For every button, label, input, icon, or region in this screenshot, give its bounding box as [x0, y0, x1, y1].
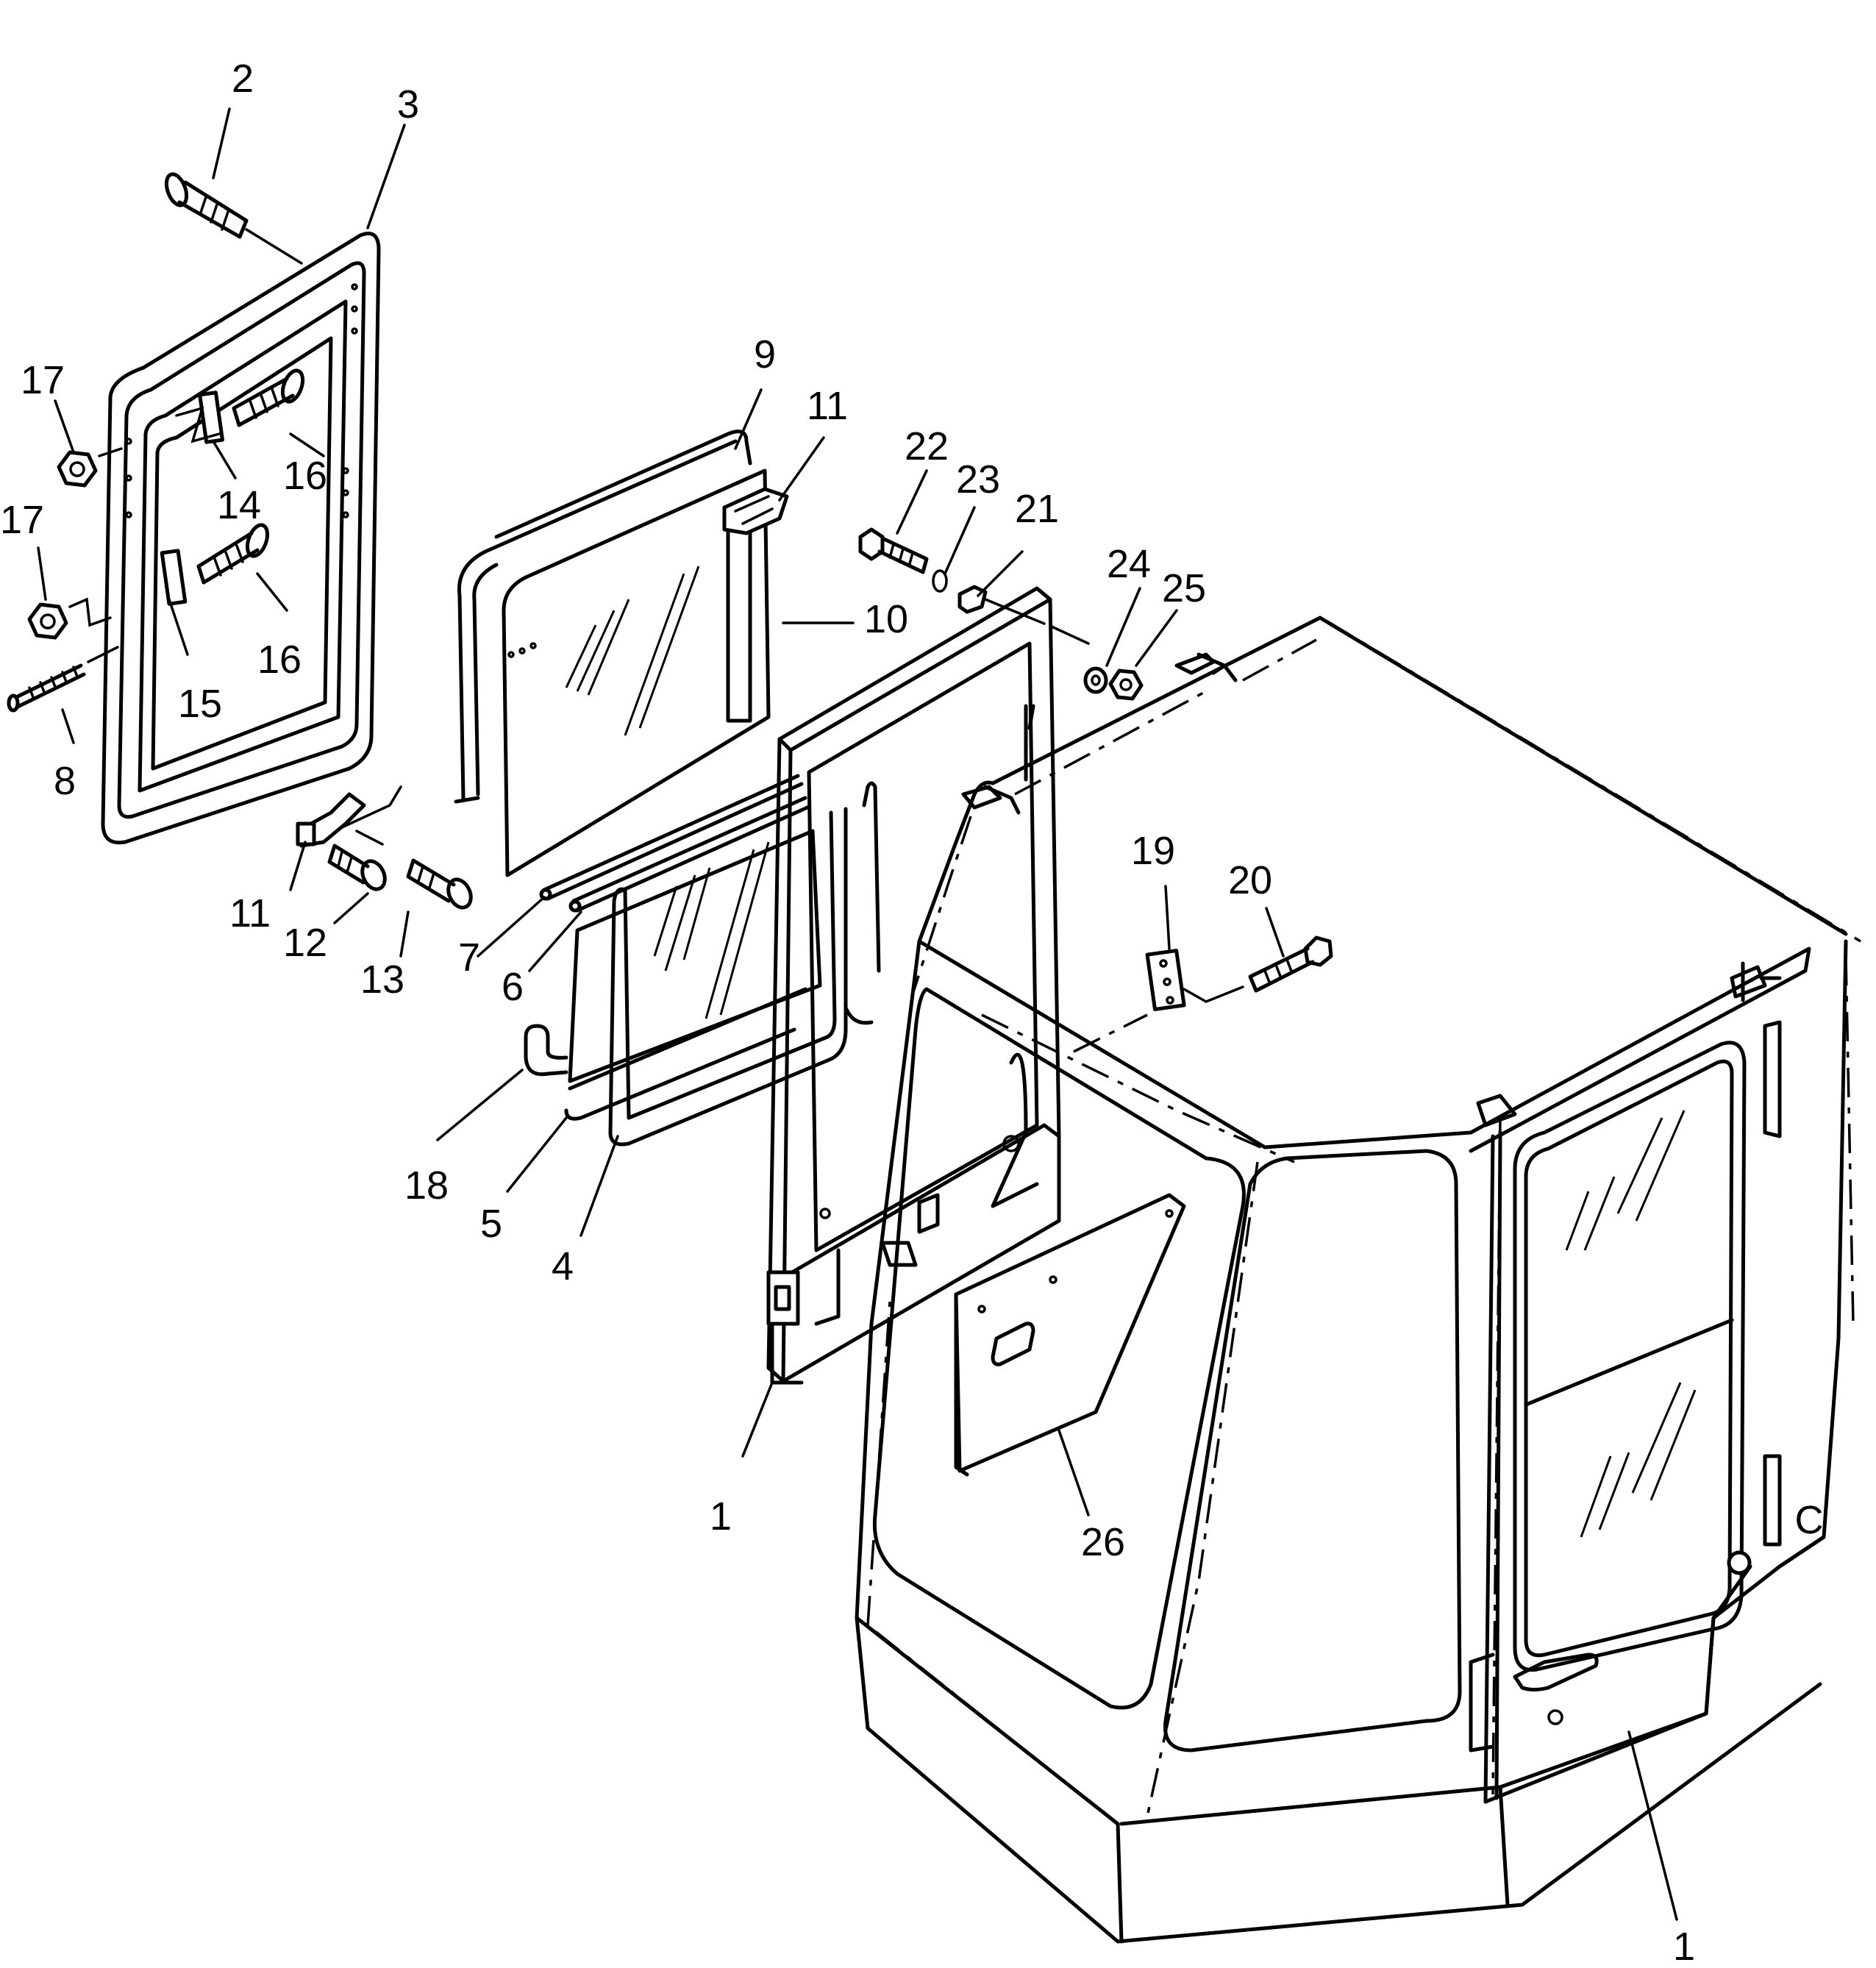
bolt-part-22	[858, 527, 929, 574]
label-9: 9	[754, 332, 776, 377]
label-6: 6	[502, 965, 524, 1009]
label-12: 12	[283, 921, 327, 965]
label-16-lower: 16	[257, 638, 302, 682]
label-10: 10	[864, 597, 908, 641]
label-25: 25	[1162, 566, 1206, 610]
label-13: 13	[360, 958, 404, 1002]
nut-part-17-lower	[27, 597, 112, 640]
label-1-cab: 1	[1673, 1925, 1695, 1968]
hinge-part-19	[1145, 949, 1244, 1011]
label-24: 24	[1107, 542, 1151, 586]
label-7: 7	[458, 935, 480, 980]
channel-part-18	[524, 1024, 568, 1077]
screw-part-16-lower	[196, 523, 270, 585]
washer-part-24	[1083, 666, 1108, 694]
label-11-upper: 11	[807, 384, 848, 428]
label-3: 3	[397, 82, 419, 126]
label-14: 14	[217, 483, 261, 527]
roof-hooks	[961, 652, 1782, 1127]
label-17-lower: 17	[0, 498, 44, 542]
label-20: 20	[1228, 858, 1272, 902]
washer-part-23	[932, 569, 948, 593]
assembly-dashlines	[866, 620, 1861, 1825]
label-26: 26	[1081, 1520, 1125, 1564]
label-22: 22	[905, 424, 949, 468]
window-frame-part-3	[101, 232, 381, 845]
bolt-part-13	[406, 858, 473, 910]
label-19: 19	[1131, 829, 1175, 873]
label-11-lower: 11	[229, 891, 271, 935]
panel-part-26	[954, 1193, 1186, 1477]
strip-part-7	[539, 774, 804, 901]
nut-part-25	[1108, 669, 1144, 701]
channel-part-4	[608, 807, 848, 1147]
leader-lines	[37, 107, 1678, 1921]
label-18: 18	[404, 1163, 449, 1208]
label-21: 21	[1015, 487, 1059, 531]
screw-part-16-upper	[232, 368, 305, 427]
bolt-part-12	[327, 844, 387, 891]
label-4: 4	[552, 1244, 574, 1288]
guide-part-10	[726, 527, 855, 723]
label-c-marker: C	[1795, 1498, 1824, 1542]
label-15: 15	[178, 682, 222, 726]
latch-part-15	[160, 549, 188, 606]
bracket-part-11-upper	[722, 487, 789, 535]
bolt-part-2	[164, 172, 303, 265]
bracket-part-11-lower	[296, 785, 402, 848]
callout-labels: 2 3 17 17 16 16 14 15 8 9 11 10 22 23 21…	[0, 57, 1824, 1968]
label-16-upper: 16	[283, 454, 327, 498]
lower-glass-assembly	[568, 829, 822, 1083]
bolt-part-20	[1248, 935, 1333, 993]
bolt-part-8	[7, 646, 119, 713]
label-2: 2	[232, 57, 254, 101]
label-17-upper: 17	[21, 358, 65, 402]
channel-part-5	[564, 987, 807, 1121]
label-8: 8	[54, 759, 76, 803]
label-23: 23	[956, 457, 1000, 502]
nut-part-17-upper	[57, 447, 123, 488]
door-frame-part-1	[766, 586, 1061, 1385]
label-1-door: 1	[710, 1494, 732, 1539]
label-5: 5	[480, 1202, 502, 1246]
cab-body	[855, 616, 1848, 1944]
